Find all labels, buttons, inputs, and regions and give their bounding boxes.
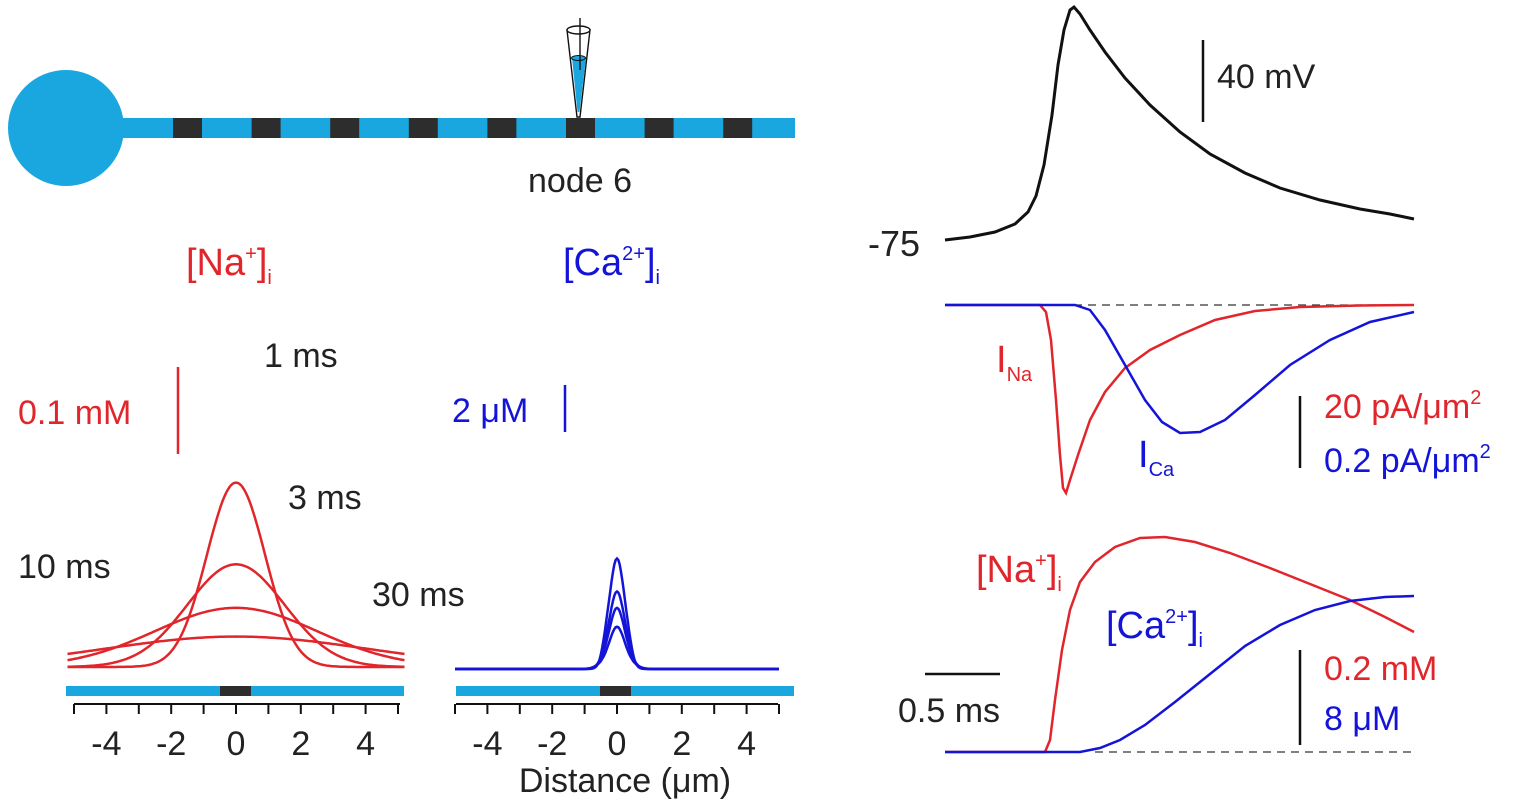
axis-tick-label: 4	[356, 725, 375, 763]
ca-profile-curve	[455, 589, 779, 671]
concentration-panel: [Na+]i [Ca2+]i 0.5 ms 0.2 mM 8 μM	[898, 535, 1437, 754]
na-time-label-1ms: 1 ms	[264, 337, 338, 375]
na-curves	[67, 481, 405, 669]
ca-curves	[455, 556, 779, 671]
na-panel-title: [Na+]i	[186, 242, 272, 289]
na-node-marker	[220, 686, 251, 696]
ca-concentration-label: [Ca2+]i	[1106, 605, 1203, 652]
ca-profile-curve	[455, 606, 779, 671]
axis-tick-label: 0	[608, 725, 627, 763]
axon-fiber	[110, 118, 795, 138]
soma	[8, 70, 124, 186]
na-concentration-label: [Na+]i	[976, 549, 1062, 596]
node-label: node 6	[528, 162, 632, 200]
voltage-scale-label: 40 mV	[1217, 58, 1316, 96]
ca-distance-axis: -4 -2 0 2 4	[454, 703, 780, 763]
ca-scale-label: 2 μM	[452, 392, 528, 430]
axis-tick-label: -2	[537, 725, 567, 763]
na-scale-label: 0.1 mM	[18, 394, 131, 432]
na-profile-curve	[67, 481, 405, 669]
ina-scale-label: 20 pA/μm2	[1324, 387, 1481, 426]
ica-trace	[945, 303, 1415, 435]
node-of-ranvier	[408, 118, 438, 138]
node-of-ranvier	[723, 118, 753, 138]
axis-tick-label: -4	[472, 725, 502, 763]
recording-pipette	[566, 18, 591, 118]
ca-profile-curve	[455, 556, 779, 671]
ca-concentration-scale-label: 8 μM	[1324, 700, 1400, 738]
node-of-ranvier	[330, 118, 360, 138]
action-potential-trace	[944, 4, 1415, 242]
ca-profile-panel: [Ca2+]i 2 μM -4 -2 0 2 4 Distance (μm)	[452, 242, 794, 800]
resting-potential-label: -75	[868, 223, 920, 264]
ca-profile-curve	[455, 625, 779, 671]
ica-label: ICa	[1138, 434, 1175, 481]
axis-tick-label: 4	[737, 725, 756, 763]
axon-schematic: node 6	[8, 18, 795, 200]
na-profile-curve	[67, 635, 405, 656]
ina-label: INa	[996, 339, 1033, 386]
na-time-label-3ms: 3 ms	[288, 479, 362, 517]
axis-tick-label: 0	[227, 725, 246, 763]
na-profile-panel: [Na+]i 0.1 mM 1 ms 3 ms 10 ms 30 ms -4 -2…	[18, 242, 465, 763]
node-of-ranvier	[644, 118, 674, 138]
voltage-panel: 40 mV -75	[868, 4, 1415, 264]
nodes-of-ranvier	[173, 118, 753, 138]
time-scale-label: 0.5 ms	[898, 692, 1000, 730]
node-of-ranvier	[566, 118, 595, 138]
axis-tick-label: -2	[156, 725, 186, 763]
na-profile-curve	[67, 606, 405, 662]
currents-panel: INa ICa 20 pA/μm2 0.2 pA/μm2	[945, 303, 1491, 497]
na-time-label-10ms: 10 ms	[18, 548, 111, 586]
ina-trace	[945, 303, 1415, 497]
ca-panel-title: [Ca2+]i	[563, 242, 660, 289]
axis-tick-label: 2	[291, 725, 310, 763]
axis-tick-label: -4	[91, 725, 121, 763]
node-of-ranvier	[251, 118, 281, 138]
na-profile-curve	[67, 563, 405, 668]
distance-axis-title: Distance (μm)	[519, 762, 731, 800]
ica-scale-label: 0.2 pA/μm2	[1324, 441, 1491, 480]
ca-concentration-trace	[945, 594, 1415, 754]
na-distance-axis: -4 -2 0 2 4	[73, 703, 400, 763]
na-time-label-30ms: 30 ms	[372, 576, 465, 614]
ca-node-marker	[600, 686, 631, 696]
axis-tick-label: 2	[672, 725, 691, 763]
na-concentration-trace	[945, 535, 1415, 754]
node-of-ranvier	[487, 118, 517, 138]
na-concentration-scale-label: 0.2 mM	[1324, 650, 1437, 688]
node-of-ranvier	[173, 118, 202, 138]
